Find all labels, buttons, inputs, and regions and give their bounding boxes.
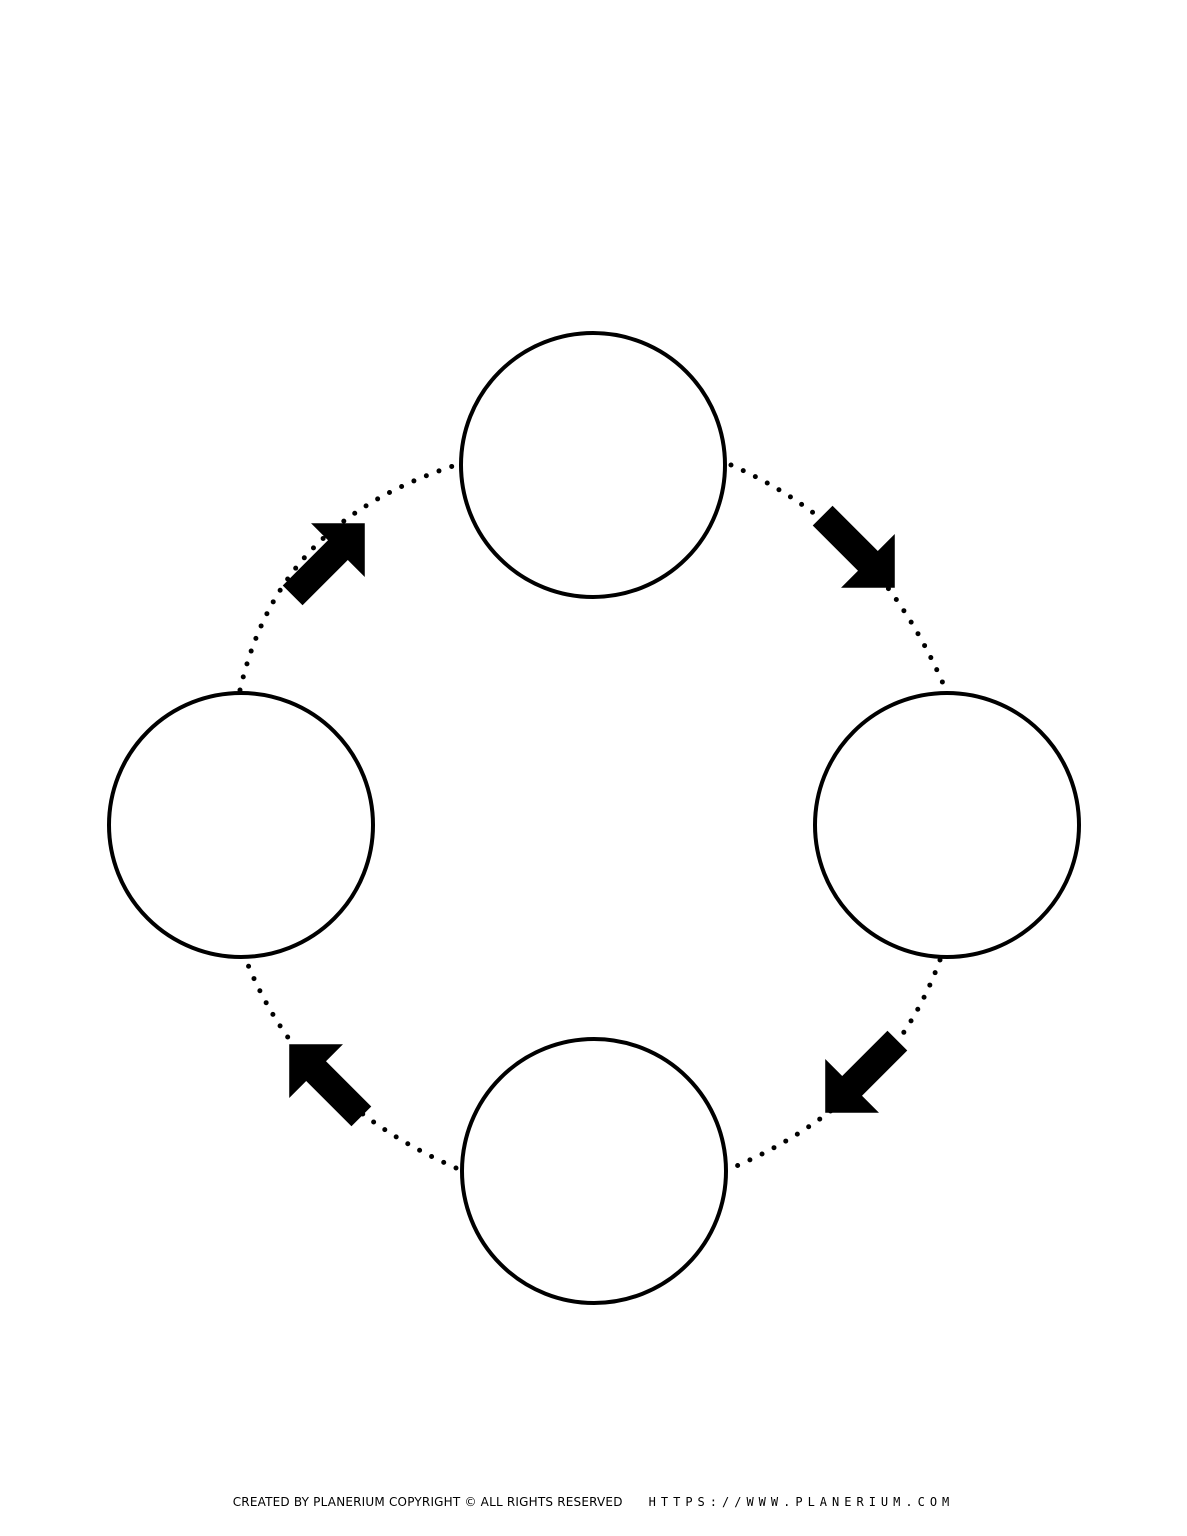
connector-left-top — [237, 462, 459, 693]
arrow-right-bottom-icon — [825, 1030, 908, 1113]
connector-bottom-left — [243, 957, 459, 1171]
connector-right-bottom — [729, 957, 943, 1171]
footer-credit: CREATED BY PLANERIUM COPYRIGHT © ALL RIG… — [232, 1495, 623, 1509]
node-bottom — [460, 1037, 728, 1305]
arrow-bottom-left-icon — [289, 1044, 372, 1127]
footer-url[interactable]: HTTPS://WWW.PLANERIUM.COM — [648, 1495, 955, 1509]
connector-top-right — [728, 462, 948, 691]
footer: CREATED BY PLANERIUM COPYRIGHT © ALL RIG… — [0, 1490, 1187, 1514]
node-left — [107, 691, 375, 959]
arrow-top-right-icon — [812, 505, 895, 588]
node-right — [813, 691, 1081, 959]
node-top — [459, 331, 727, 599]
arrow-left-top-icon — [282, 523, 365, 606]
